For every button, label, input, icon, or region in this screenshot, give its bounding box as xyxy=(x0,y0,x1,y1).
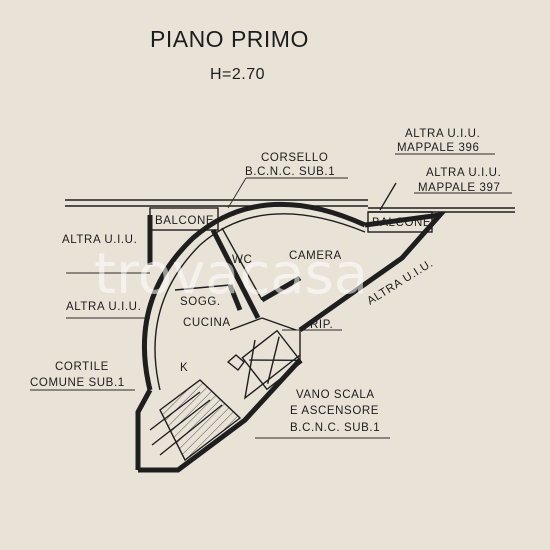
cortile-comune-label: COMUNE SUB.1 xyxy=(30,377,125,389)
ripostiglio-label: RIP. xyxy=(310,319,333,331)
altra-uiu-right-label: ALTRA U.I.U. xyxy=(365,257,435,307)
cucina-label: CUCINA xyxy=(183,317,231,329)
altra-uiu-mappale397-label: ALTRA U.I.U. xyxy=(426,167,501,179)
altra-uiu-mappale396-label: ALTRA U.I.U. xyxy=(405,128,480,140)
balcone-left-label: BALCONE xyxy=(155,215,214,227)
ascensore-label: E ASCENSORE xyxy=(290,405,379,417)
plan-title: PIANO PRIMO xyxy=(150,26,309,52)
mappale-397-label: MAPPALE 397 xyxy=(418,182,500,194)
height-label: H=2.70 xyxy=(210,66,265,83)
corsello-sub-label: B.C.N.C. SUB.1 xyxy=(245,166,335,178)
mappale-396-label: MAPPALE 396 xyxy=(397,142,479,154)
wc-label: WC xyxy=(232,254,252,266)
apartment-walls xyxy=(135,201,447,473)
vano-sub-label: B.C.N.C. SUB.1 xyxy=(290,422,380,434)
boundary-lines xyxy=(30,153,515,439)
k-label: K xyxy=(180,362,188,374)
corsello-label: CORSELLO xyxy=(261,152,328,164)
balcone-right-label: BALCONE xyxy=(372,217,431,229)
camera-label: CAMERA xyxy=(289,250,342,262)
stair-elevator-block xyxy=(149,329,303,462)
soggiorno-label: SOGG. xyxy=(180,296,221,308)
cortile-label: CORTILE xyxy=(55,361,109,373)
vano-scala-label: VANO SCALA xyxy=(296,389,375,401)
altra-uiu-left-top-label: ALTRA U.I.U. xyxy=(62,234,137,246)
altra-uiu-left-mid-label: ALTRA U.I.U. xyxy=(66,301,141,313)
watermark-logo: trovacasa xyxy=(94,242,368,307)
